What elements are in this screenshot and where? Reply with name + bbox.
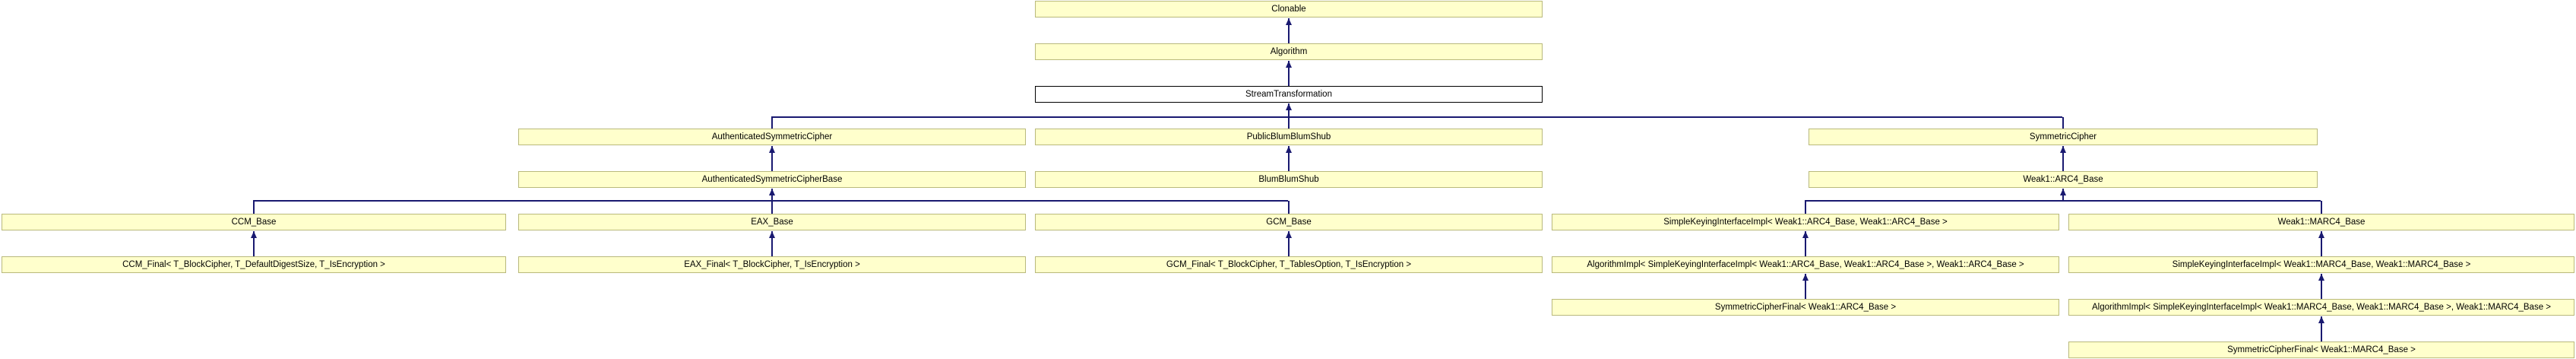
inheritance-arrowhead-icon [2318,274,2324,281]
inheritance-arrowhead-icon [2060,146,2066,153]
class-box-stream-transformation[interactable]: StreamTransformation [1035,86,1543,103]
class-box-symmetric-cipher-final-arc4[interactable]: SymmetricCipherFinal< Weak1::ARC4_Base > [1552,299,2059,316]
inheritance-edge [771,231,773,256]
inheritance-edge [2321,316,2322,342]
class-box-simple-keying-interface-impl-marc4[interactable]: SimpleKeyingInterfaceImpl< Weak1::MARC4_… [2068,256,2574,273]
inheritance-edge [1805,231,1806,256]
class-box-algorithm-impl-marc4[interactable]: AlgorithmImpl< SimpleKeyingInterfaceImpl… [2068,299,2574,316]
inheritance-edge [1288,201,1290,214]
inheritance-edge [771,116,2062,118]
class-box-weak1-marc4-base[interactable]: Weak1::MARC4_Base [2068,214,2574,230]
inheritance-edge [253,201,255,214]
class-box-gcm-final[interactable]: GCM_Final< T_BlockCipher, T_TablesOption… [1035,256,1543,273]
class-box-ccm-final[interactable]: CCM_Final< T_BlockCipher, T_DefaultDiges… [2,256,506,273]
inheritance-edge [1805,200,2321,202]
inheritance-edge [771,201,773,214]
inheritance-edge [1288,18,1290,43]
inheritance-edge [1288,231,1290,256]
inheritance-arrowhead-icon [1802,274,1809,281]
class-box-gcm-base[interactable]: GCM_Base [1035,214,1543,230]
inheritance-arrowhead-icon [2060,189,2066,195]
inheritance-edge [2321,274,2322,299]
inheritance-edge [1288,103,1290,117]
inheritance-edge [1288,61,1290,86]
class-box-algorithm-impl-arc4[interactable]: AlgorithmImpl< SimpleKeyingInterfaceImpl… [1552,256,2059,273]
class-box-authenticated-symmetric-cipher[interactable]: AuthenticatedSymmetricCipher [518,129,1026,145]
class-box-symmetric-cipher-final-marc4[interactable]: SymmetricCipherFinal< Weak1::MARC4_Base … [2068,342,2574,358]
inheritance-arrowhead-icon [1286,61,1292,68]
inheritance-arrowhead-icon [2318,231,2324,238]
inheritance-edge [1288,146,1290,171]
inheritance-arrowhead-icon [251,231,257,238]
inheritance-edge [2321,201,2322,214]
inheritance-edge [771,117,773,129]
class-box-clonable[interactable]: Clonable [1035,1,1543,17]
inheritance-edge [2321,231,2322,256]
inheritance-arrowhead-icon [2318,316,2324,323]
inheritance-edge [2062,117,2064,129]
class-box-ccm-base[interactable]: CCM_Base [2,214,506,230]
class-box-authenticated-symmetric-cipher-base[interactable]: AuthenticatedSymmetricCipherBase [518,171,1026,188]
inheritance-arrowhead-icon [1286,103,1292,110]
inheritance-edge [1288,117,1290,129]
inheritance-arrowhead-icon [1802,231,1809,238]
inheritance-edge [2062,146,2064,171]
class-box-algorithm[interactable]: Algorithm [1035,43,1543,60]
inheritance-edge [1805,201,1806,214]
inheritance-edge [1805,274,1806,299]
inheritance-edge [253,200,1288,202]
inheritance-arrowhead-icon [769,146,775,153]
inheritance-arrowhead-icon [769,231,775,238]
inheritance-arrowhead-icon [1286,146,1292,153]
inheritance-arrowhead-icon [1286,231,1292,238]
class-box-eax-base[interactable]: EAX_Base [518,214,1026,230]
inheritance-edge [253,231,255,256]
class-box-weak1-arc4-base[interactable]: Weak1::ARC4_Base [1809,171,2318,188]
class-box-simple-keying-interface-impl-arc4[interactable]: SimpleKeyingInterfaceImpl< Weak1::ARC4_B… [1552,214,2059,230]
inheritance-edge [771,146,773,171]
class-box-eax-final[interactable]: EAX_Final< T_BlockCipher, T_IsEncryption… [518,256,1026,273]
class-box-symmetric-cipher[interactable]: SymmetricCipher [1809,129,2318,145]
class-box-blum-blum-shub[interactable]: BlumBlumShub [1035,171,1543,188]
class-box-public-blum-blum-shub[interactable]: PublicBlumBlumShub [1035,129,1543,145]
inheritance-arrowhead-icon [1286,18,1292,25]
inheritance-arrowhead-icon [769,189,775,195]
